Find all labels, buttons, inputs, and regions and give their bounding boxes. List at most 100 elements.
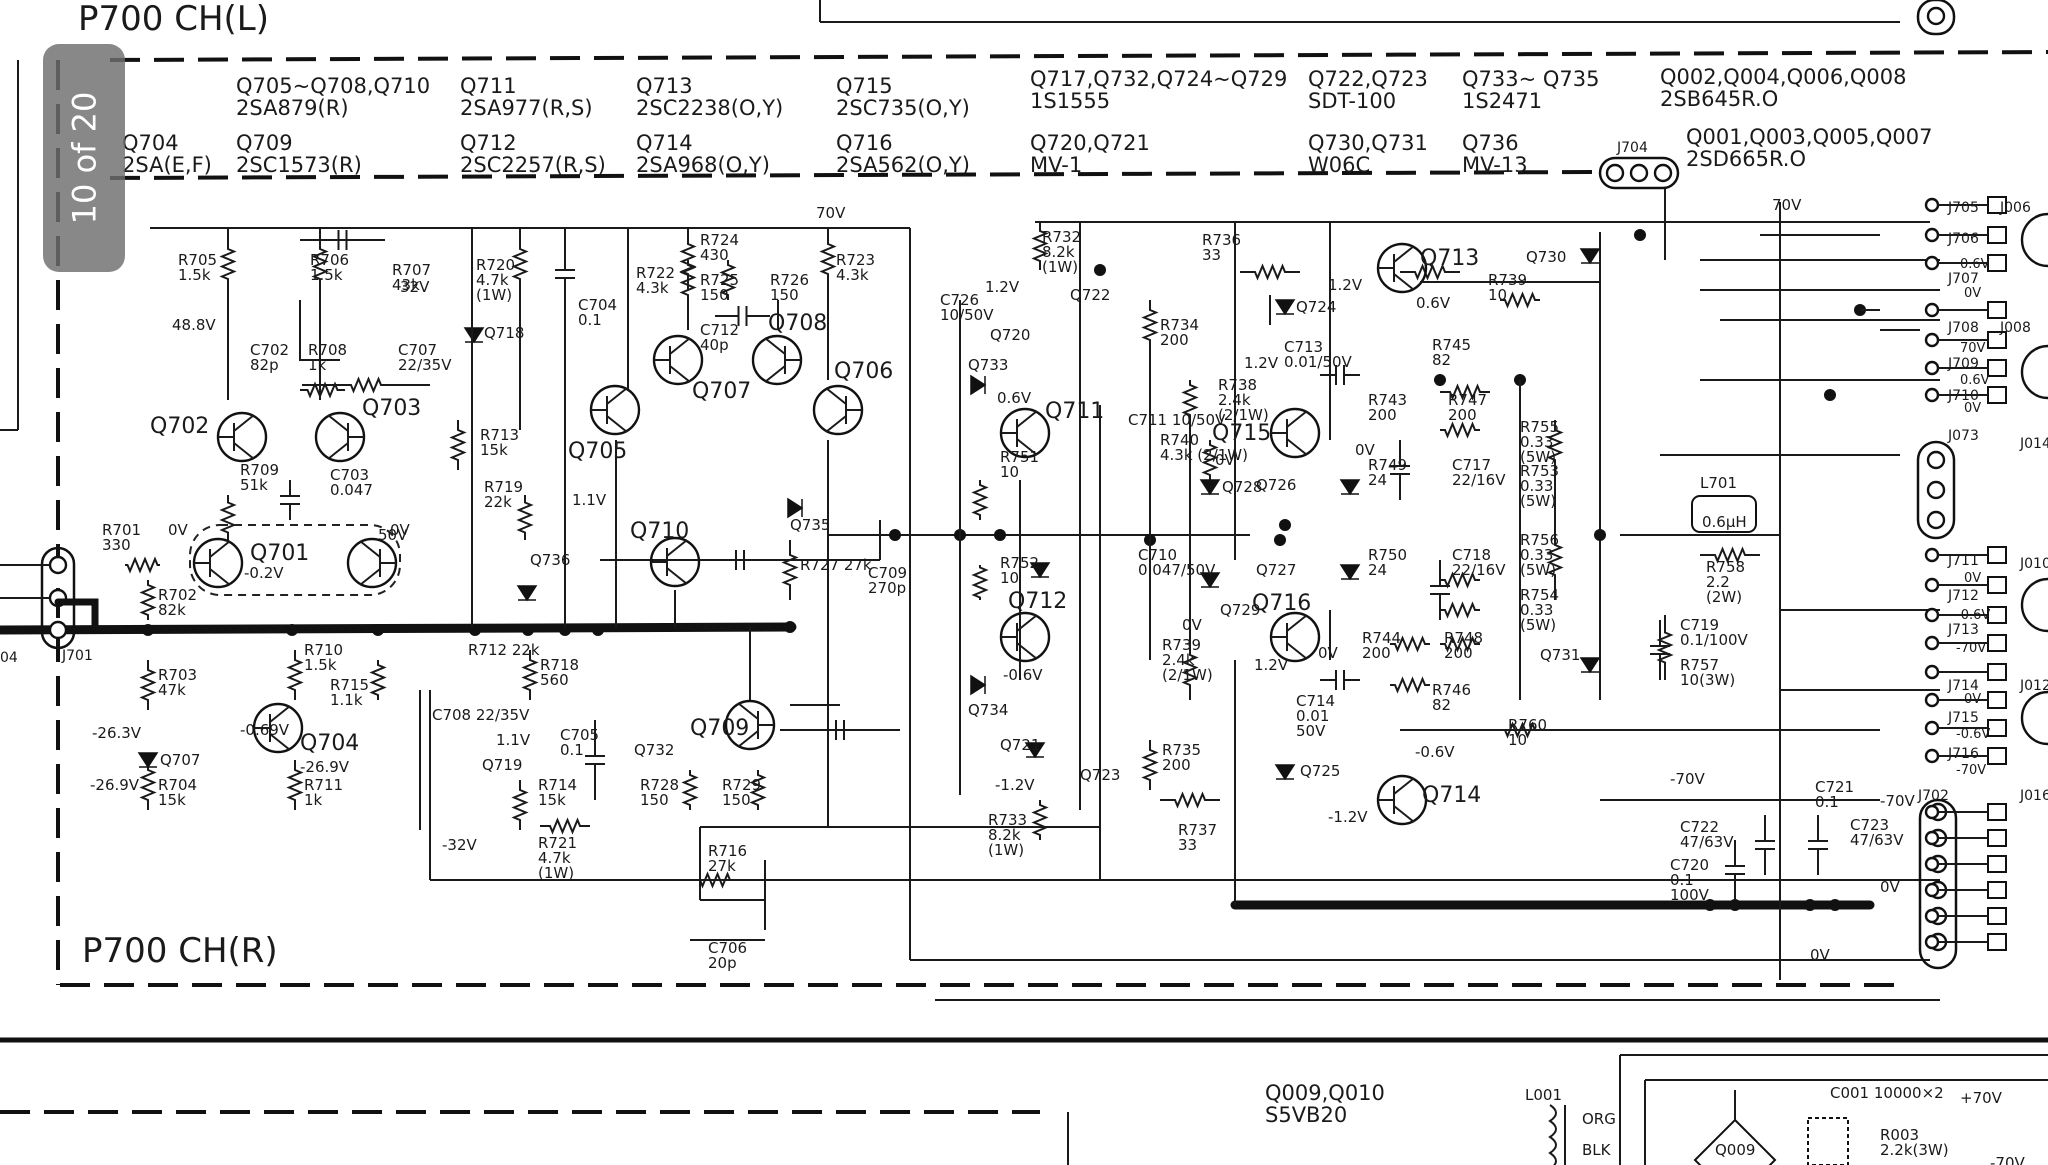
label-q009: Q009: [1715, 1141, 1755, 1159]
resistor-symbol: [1546, 520, 1564, 600]
resistor-symbol: [1390, 635, 1430, 653]
transistor-symbol: [1269, 407, 1321, 459]
resistor-symbol: [681, 770, 699, 810]
label-q723: Q723: [1080, 766, 1120, 784]
resistor-symbol: [521, 650, 539, 700]
resistor-symbol: [219, 495, 237, 540]
terminal-ring: [2020, 344, 2048, 400]
resistor-symbol: [719, 260, 737, 300]
page-indicator-badge[interactable]: 10 of 20: [43, 44, 125, 272]
resistor-symbol: [369, 660, 387, 700]
terminal-ring: [2020, 577, 2048, 633]
inductor-l701-box: [1691, 495, 1757, 533]
pin-socket: [1987, 691, 2007, 709]
bridge-rectifier-q009: [1693, 1090, 1777, 1165]
label-p710: 0V: [1964, 401, 1981, 416]
pin: [1924, 255, 1940, 271]
label-v70p: +70V: [1960, 1089, 2003, 1107]
diode-symbol: [970, 374, 987, 396]
pin: [1924, 934, 1940, 950]
transistor-symbol: [252, 702, 304, 754]
resistor-symbol: [1390, 676, 1430, 694]
transistor-symbol: [314, 411, 366, 463]
capacitor-symbol: [1390, 440, 1410, 500]
connector-j704: [1598, 156, 1680, 190]
connector-j701: [0, 546, 99, 650]
capacitor-symbol: [1430, 560, 1450, 620]
section-title-right: P700 CH(R): [82, 931, 278, 971]
label-vm32: -32V: [442, 836, 477, 854]
label-q734: Q734: [968, 701, 1008, 719]
pin-socket: [1987, 359, 2007, 377]
transistor-symbol: [589, 384, 641, 436]
part-refs: Q733~ Q735: [1462, 67, 1600, 91]
resistor-symbol: [1440, 421, 1480, 439]
label-j708: J708: [1947, 320, 1979, 336]
label-q727: Q727: [1256, 561, 1296, 579]
capacitor-symbol: [1725, 840, 1745, 900]
diode-symbol: [137, 752, 159, 769]
resistor-symbol: [1656, 615, 1674, 680]
pin-socket: [1987, 747, 2007, 765]
diode-symbol: [1339, 479, 1361, 496]
label-q719: Q719: [482, 756, 522, 774]
label-v0a: 0V: [168, 521, 189, 539]
label-v12b: 1.2V: [1244, 354, 1279, 372]
resistor-symbol: [139, 760, 157, 810]
label-v12c: 1.2V: [1328, 276, 1363, 294]
label-c001: C001 10000×2: [1830, 1084, 1944, 1102]
label-v0g: 0V: [1880, 878, 1901, 896]
label-r727: R727 27k: [800, 556, 872, 574]
part-refs: Q709: [236, 131, 293, 155]
diode-symbol: [1579, 248, 1601, 265]
capacitor-symbol: [1650, 620, 1670, 680]
pin: [1924, 302, 1940, 318]
label-v488: 48.8V: [172, 316, 216, 334]
resistor-symbol: [286, 760, 304, 810]
label-v32: 32V: [400, 278, 430, 296]
transistor-symbol: [751, 334, 803, 386]
label-q707: Q707: [692, 379, 751, 404]
label-q721: Q721: [1000, 736, 1040, 754]
resistor-symbol: [1546, 420, 1564, 470]
diode-symbol: [970, 674, 987, 696]
resistor-symbol: [139, 660, 157, 710]
resistor-symbol: [971, 480, 989, 520]
part-number: 2SA562(O,Y): [836, 153, 970, 177]
resistor-symbol: [690, 871, 740, 889]
signal-wires: [227, 188, 1940, 941]
diode-symbol: [1274, 299, 1296, 316]
section-title-left: P700 CH(L): [78, 0, 269, 39]
label-j010: J010: [2019, 556, 2048, 572]
diode-symbol: [1199, 479, 1221, 496]
label-p711: 0V: [1964, 571, 1981, 586]
label-vm70b: -70V: [1880, 792, 1915, 810]
capacitor-symbol: [1755, 815, 1775, 875]
